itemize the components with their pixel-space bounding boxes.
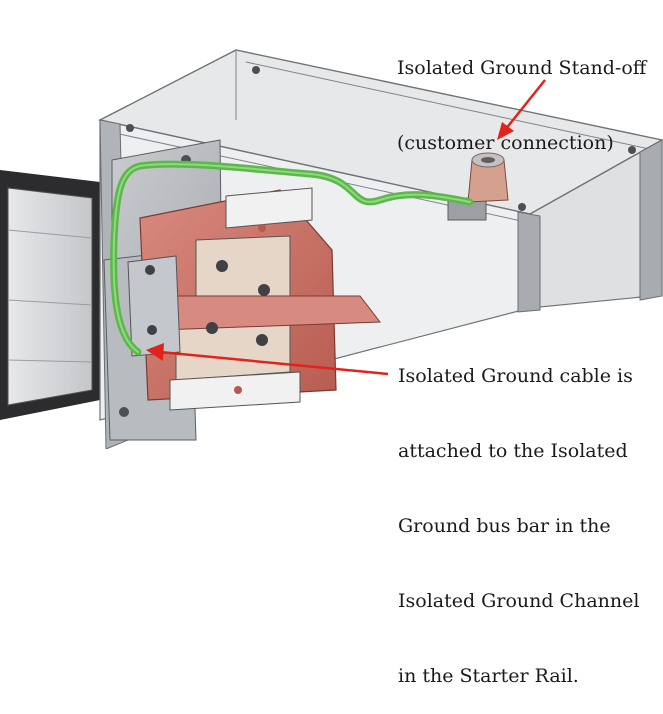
cable-callout-line: attached to the Isolated bbox=[398, 440, 628, 462]
cable-callout-line: Isolated Ground Channel bbox=[398, 590, 640, 612]
cable-callout-line: in the Starter Rail. bbox=[398, 665, 579, 687]
cable-arrow bbox=[146, 343, 389, 376]
standoff-callout-line: (customer connection) bbox=[397, 132, 614, 154]
cable-callout-line: Isolated Ground cable is bbox=[398, 365, 633, 387]
cad-assembly-drawing bbox=[0, 49, 663, 449]
cable-callout-line: Ground bus bar in the bbox=[398, 515, 611, 537]
isolated-ground-standoff bbox=[447, 152, 509, 221]
cable-callout: Isolated Ground cable is attached to the… bbox=[398, 314, 639, 714]
starter-rail-channel bbox=[0, 170, 100, 420]
cable-highlight bbox=[112, 163, 471, 353]
standoff-callout: Isolated Ground Stand-off (customer conn… bbox=[397, 6, 646, 181]
bus-bar-assembly bbox=[127, 187, 381, 411]
standoff-arrow bbox=[497, 79, 546, 140]
standoff-callout-line: Isolated Ground Stand-off bbox=[397, 57, 647, 79]
